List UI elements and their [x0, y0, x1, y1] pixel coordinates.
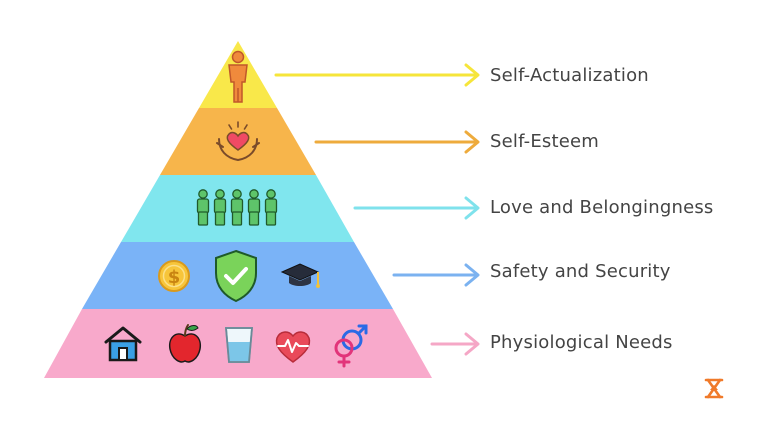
apple-icon: [168, 324, 202, 363]
shield-check-icon: [215, 249, 257, 303]
label-physiological-needs: Physiological Needs: [490, 332, 673, 353]
group-of-people-icon: [196, 189, 278, 226]
person-icon: [228, 50, 248, 103]
gender-symbol-icon: [334, 324, 368, 368]
arrow-self-esteem: [314, 130, 480, 154]
arrow-self-actualization: [274, 63, 480, 87]
graduation-cap-icon: [280, 263, 320, 288]
arrow-love-belonging: [353, 196, 480, 220]
dollar-glyph: $: [168, 267, 181, 288]
heart-in-hands-icon: [216, 121, 260, 162]
label-love-belonging: Love and Belongingness: [490, 197, 714, 218]
hourglass-logo-icon: [704, 378, 724, 399]
dollar-coin-icon: $: [158, 260, 190, 292]
label-self-esteem: Self-Esteem: [490, 131, 600, 152]
house-icon: [104, 326, 142, 362]
arrows: [274, 63, 480, 356]
arrow-physiological: [430, 332, 480, 356]
label-safety-security: Safety and Security: [490, 261, 671, 282]
label-self-actualization: Self-Actualization: [490, 65, 649, 86]
water-glass-icon: [225, 327, 253, 363]
arrow-safety-security: [392, 263, 480, 287]
heartbeat-icon: [275, 331, 311, 363]
